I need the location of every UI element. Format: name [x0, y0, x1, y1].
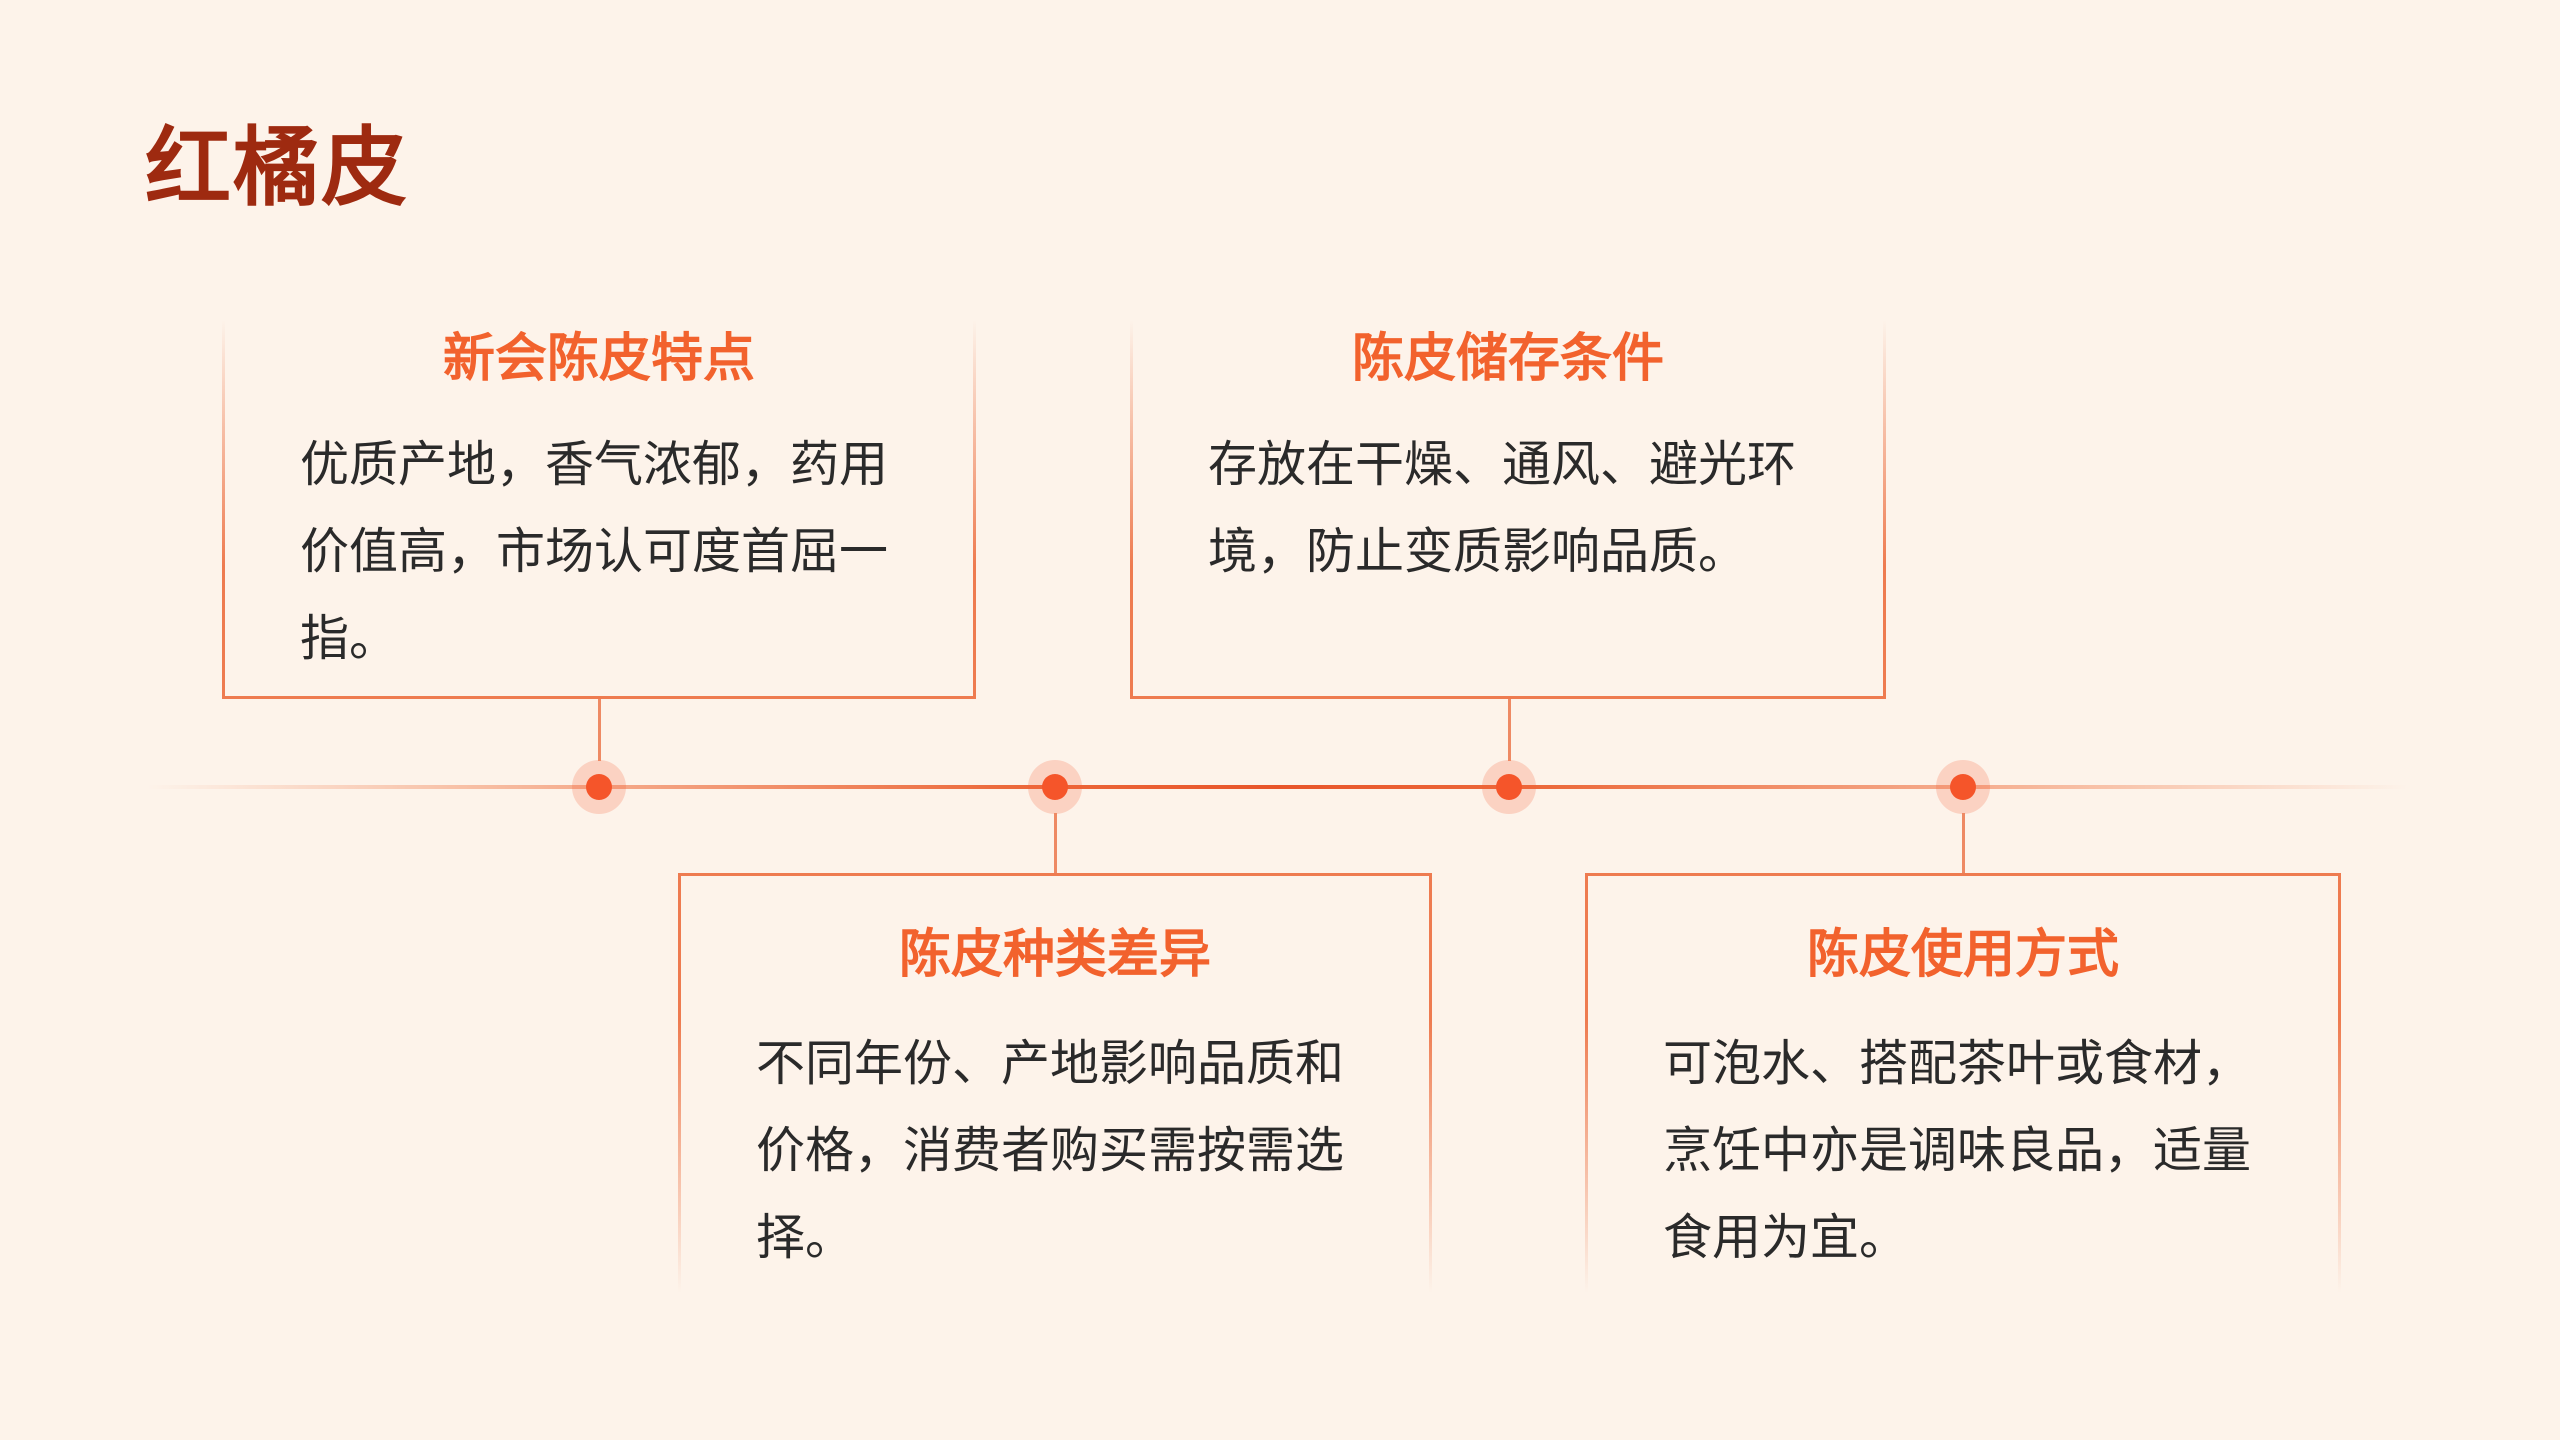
card-title: 陈皮储存条件	[1351, 329, 1664, 389]
card-body-line: 可泡水、搭配茶叶或食材，	[1663, 1035, 2252, 1092]
connector-4	[1961, 813, 1965, 873]
card-body-line: 指。	[300, 610, 399, 667]
connector-1	[597, 699, 601, 761]
card-border-left	[1130, 320, 1133, 699]
card-body-line: 价格，消费者购买需按需选	[756, 1122, 1345, 1179]
card-body-line: 存放在干燥、通风、避光环	[1208, 436, 1797, 493]
card-border-bottom	[1130, 696, 1886, 699]
card-title: 新会陈皮特点	[442, 329, 755, 389]
timeline-node-core	[586, 774, 612, 800]
card-body: 优质产地，香气浓郁，药用 价值高，市场认可度首屈一 指。	[300, 421, 956, 682]
card-storage-conditions: 陈皮储存条件 存放在干燥、通风、避光环 境，防止变质影响品质。	[1130, 320, 1886, 699]
card-title: 陈皮种类差异	[898, 925, 1211, 985]
card-border-left	[678, 873, 681, 1293]
card-border-top	[678, 873, 1432, 876]
timeline-node-1	[572, 760, 626, 814]
timeline-line	[147, 785, 2408, 789]
card-border-right	[2338, 873, 2341, 1293]
card-border-left	[222, 320, 225, 699]
card-body-line: 择。	[756, 1209, 855, 1266]
card-body-line: 烹饪中亦是调味良品，适量	[1663, 1122, 2252, 1179]
card-border-right	[1883, 320, 1886, 699]
timeline-node-4	[1936, 760, 1990, 814]
card-usage-methods: 陈皮使用方式 可泡水、搭配茶叶或食材， 烹饪中亦是调味良品，适量 食用为宜。	[1585, 873, 2341, 1293]
card-body-line: 食用为宜。	[1663, 1209, 1909, 1266]
card-border-right	[973, 320, 976, 699]
connector-2	[1053, 813, 1057, 873]
card-body-line: 不同年份、产地影响品质和	[756, 1035, 1345, 1092]
timeline-node-core	[1042, 774, 1068, 800]
card-body-line: 优质产地，香气浓郁，药用	[300, 436, 889, 493]
card-xinhui-features: 新会陈皮特点 优质产地，香气浓郁，药用 价值高，市场认可度首屈一 指。	[222, 320, 976, 699]
page-title: 红橘皮	[145, 118, 409, 218]
card-title: 陈皮使用方式	[1806, 925, 2119, 985]
timeline-node-core	[1950, 774, 1976, 800]
card-body: 可泡水、搭配茶叶或食材， 烹饪中亦是调味良品，适量 食用为宜。	[1663, 1020, 2321, 1281]
card-border-bottom	[222, 696, 976, 699]
card-border-right	[1429, 873, 1432, 1293]
timeline-node-2	[1028, 760, 1082, 814]
timeline-node-3	[1482, 760, 1536, 814]
card-variety-differences: 陈皮种类差异 不同年份、产地影响品质和 价格，消费者购买需按需选 择。	[678, 873, 1432, 1293]
card-body-line: 境，防止变质影响品质。	[1208, 523, 1748, 580]
card-body-line: 价值高，市场认可度首屈一	[300, 523, 889, 580]
card-body: 不同年份、产地影响品质和 价格，消费者购买需按需选 择。	[756, 1020, 1412, 1281]
card-border-left	[1585, 873, 1588, 1293]
timeline-node-core	[1496, 774, 1522, 800]
connector-3	[1507, 699, 1511, 761]
card-border-top	[1585, 873, 2341, 876]
card-body: 存放在干燥、通风、避光环 境，防止变质影响品质。	[1208, 421, 1866, 595]
